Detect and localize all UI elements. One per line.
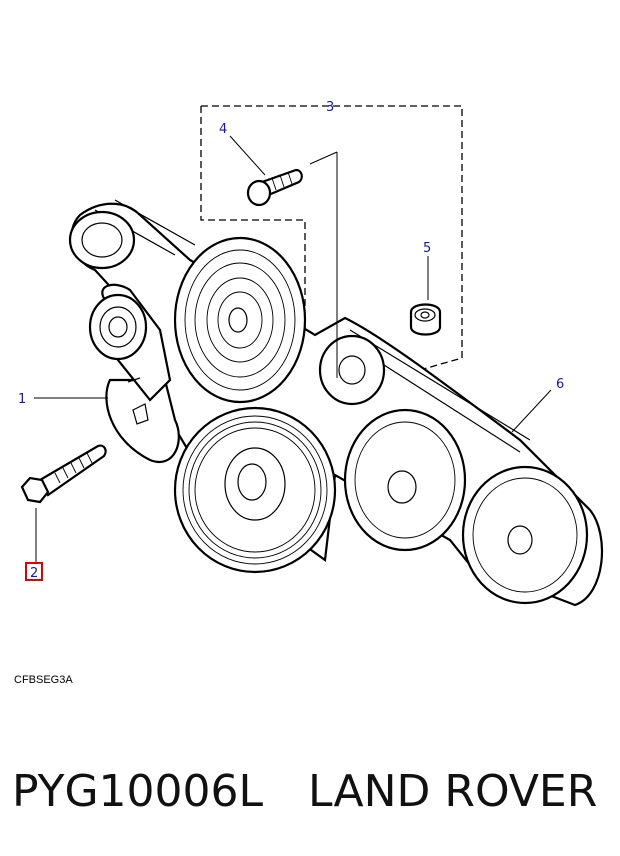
right-lower-pulley — [461, 465, 589, 605]
brand-name: LAND ROVER — [308, 765, 598, 817]
footer-row: PYG10006L LAND ROVER — [0, 755, 620, 827]
upper-large-pulley — [173, 236, 307, 404]
part-number: PYG10006L — [12, 765, 264, 817]
belt-drive-diagram: 1 2 3 4 5 6 CFBSEG3A — [14, 100, 604, 686]
upper-idler-pulley — [68, 210, 136, 270]
leader-lines — [34, 135, 552, 562]
callout-2-highlight-box — [25, 562, 43, 581]
callout-4[interactable]: 4 — [219, 122, 227, 137]
flange-bolt — [20, 444, 107, 504]
callout-1[interactable]: 1 — [18, 392, 26, 407]
callout-5[interactable]: 5 — [423, 241, 431, 256]
tensioner-assembly — [88, 283, 180, 464]
callout-2[interactable]: 2 — [30, 566, 38, 581]
small-idler-pulley — [318, 334, 386, 406]
callout-3[interactable]: 3 — [326, 100, 334, 115]
spacer-washer — [409, 303, 442, 336]
drawing-code: CFBSEG3A — [14, 674, 73, 686]
crankshaft-pulley — [173, 406, 337, 574]
right-middle-pulley — [343, 408, 467, 552]
idler-bolt — [246, 168, 303, 207]
callout-6[interactable]: 6 — [556, 377, 564, 392]
